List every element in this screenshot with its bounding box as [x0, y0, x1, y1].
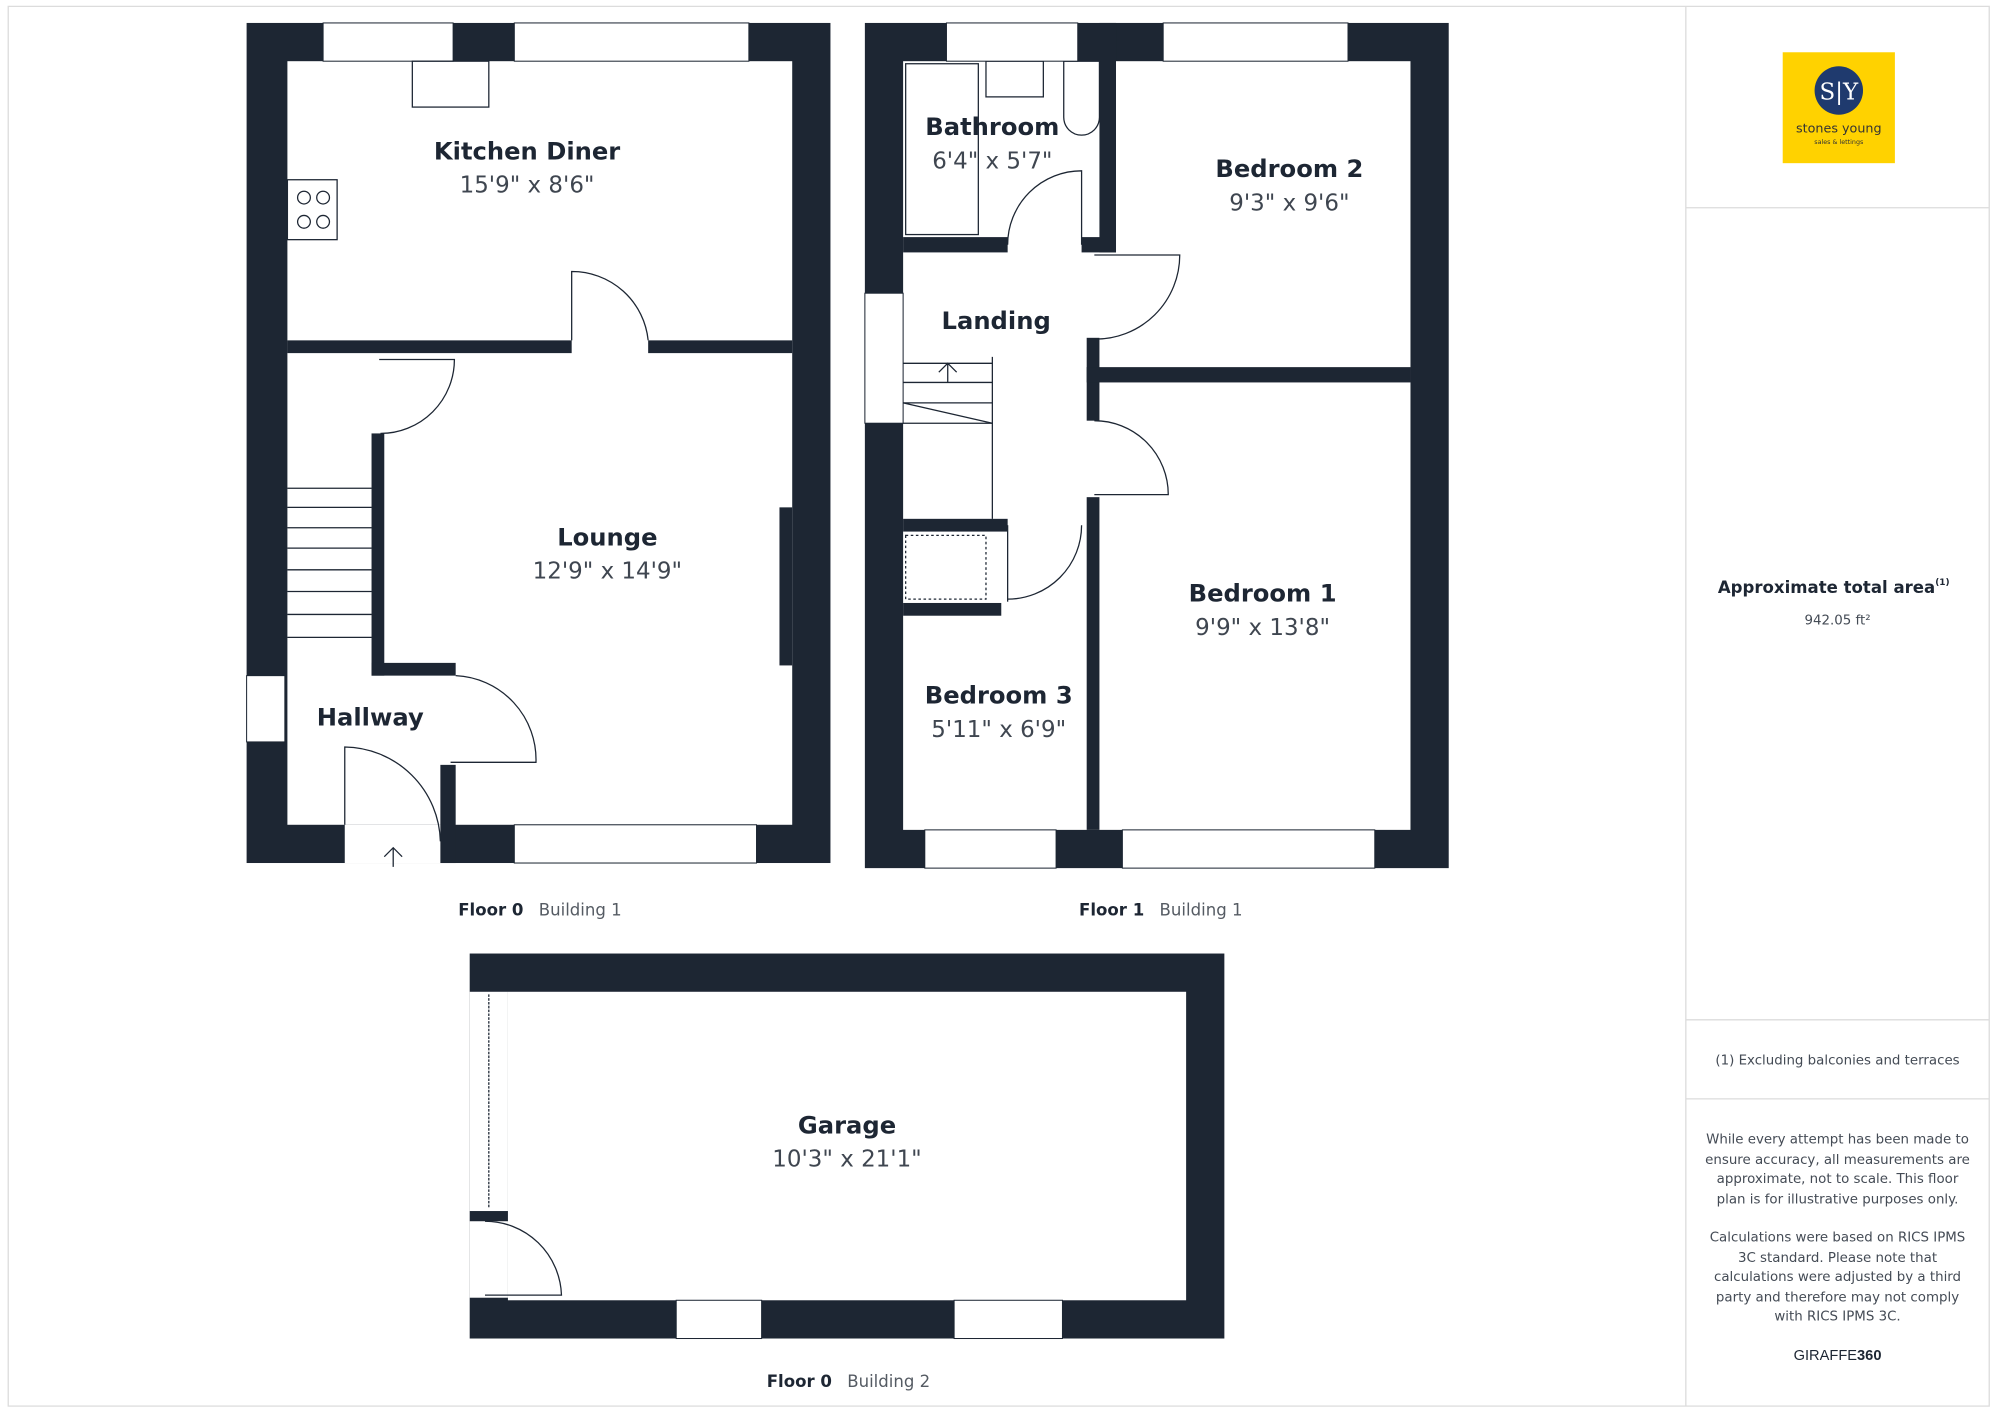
room-dims-garage: 10'3" x 21'1" [772, 1146, 921, 1172]
svg-text:ensure accuracy, all measureme: ensure accuracy, all measurements are [1705, 1153, 1970, 1168]
room-dims-bathroom: 6'4" x 5'7" [932, 148, 1052, 174]
footnote: (1) Excluding balconies and terraces [1715, 1053, 1959, 1068]
area-label: Approximate total area(1) [1718, 578, 1950, 597]
stairs [902, 356, 993, 519]
svg-text:Calculations were based on RIC: Calculations were based on RICS IPMS [1710, 1231, 1966, 1246]
svg-text:calculations were adjusted by: calculations were adjusted by a third [1714, 1270, 1961, 1285]
svg-text:approximate, not to scale. Thi: approximate, not to scale. This floor [1717, 1172, 1959, 1187]
area-value: 942.05 ft² [1804, 614, 1870, 629]
svg-text:with RICS IPMS 3C.: with RICS IPMS 3C. [1774, 1310, 1900, 1325]
info-panel: S|Y stones young sales & lettings Approx… [1685, 6, 1990, 1407]
svg-text:plan is for illustrative purpo: plan is for illustrative purposes only. [1717, 1192, 1959, 1207]
room-dims-bedroom-2: 9'3" x 9'6" [1229, 190, 1349, 216]
room-name-hallway: Hallway [317, 703, 424, 731]
room-name-kitchen: Kitchen Diner [434, 137, 620, 165]
svg-text:stones young: stones young [1796, 122, 1882, 137]
room-dims-kitchen: 15'9" x 8'6" [460, 172, 595, 198]
room-name-bathroom: Bathroom [925, 113, 1059, 141]
room-name-lounge: Lounge [557, 524, 657, 552]
floor-0-building-1: Kitchen Diner 15'9" x 8'6" Lounge 12'9" … [246, 22, 831, 867]
giraffe360-logo: GIRAFFE360 [1794, 1348, 1882, 1364]
room-dims-bedroom-3: 5'11" x 6'9" [931, 717, 1066, 743]
room-name-garage: Garage [798, 1111, 896, 1139]
room-name-bedroom-3: Bedroom 3 [925, 682, 1073, 710]
svg-text:S|Y: S|Y [1820, 79, 1859, 105]
svg-text:sales & lettings: sales & lettings [1814, 138, 1863, 146]
page-frame [7, 5, 1990, 1407]
room-name-landing: Landing [942, 307, 1051, 335]
room-dims-lounge: 12'9" x 14'9" [533, 559, 682, 585]
svg-text:party and therefore may not co: party and therefore may not comply [1716, 1291, 1959, 1306]
floor-0-building-2: Garage 10'3" x 21'1" [469, 953, 1225, 1340]
floor-1-building-1: Bathroom 6'4" x 5'7" Bedroom 2 9'3" x 9'… [864, 22, 1449, 869]
room-name-bedroom-1: Bedroom 1 [1189, 580, 1337, 608]
svg-text:While every attempt has been m: While every attempt has been made to [1706, 1132, 1969, 1147]
stones-young-logo: S|Y stones young sales & lettings [1782, 52, 1895, 164]
disclaimer: While every attempt has been made to ens… [1705, 1132, 1970, 1324]
entrance-arrow-icon [383, 846, 403, 867]
room-dims-bedroom-1: 9'9" x 13'8" [1195, 615, 1330, 641]
room-name-bedroom-2: Bedroom 2 [1215, 155, 1363, 183]
stairs [287, 487, 372, 639]
svg-text:3C standard. Please note that: 3C standard. Please note that [1738, 1251, 1937, 1266]
